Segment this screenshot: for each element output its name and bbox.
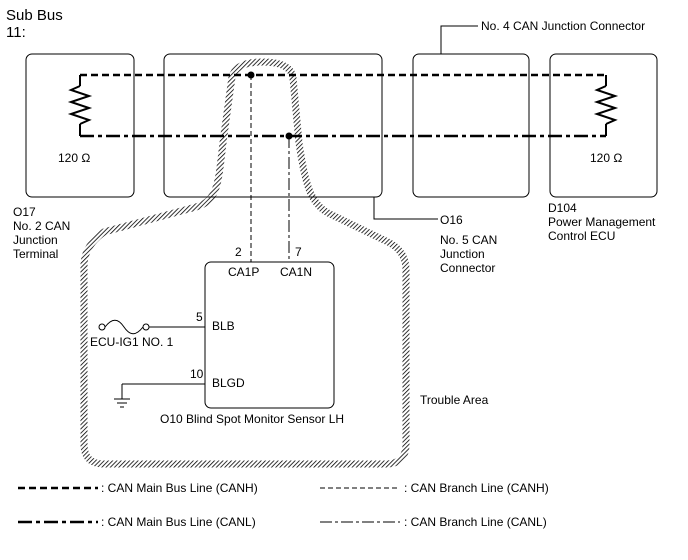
fuse-label: ECU-IG1 NO. 1 [90,335,174,349]
no4-connector-box [412,53,530,198]
legend-branch-canl-label: : CAN Branch Line (CANL) [404,515,547,529]
pin-ca1p-number: 2 [235,245,242,259]
o16-name-line3: Connector [440,261,495,275]
o17-name-line1: No. 2 CAN [13,219,70,233]
o17-connector-box [25,53,135,198]
sensor-name: O10 Blind Spot Monitor Sensor LH [160,412,344,426]
d104-resistor-label: 120 Ω [590,151,622,165]
fuse-terminal-left [98,323,106,331]
d104-name-line2: Control ECU [548,229,615,243]
o16-name-line2: Junction [440,247,485,261]
legend-main-canh-label: : CAN Main Bus Line (CANH) [101,481,258,495]
diagram-title: Sub Bus [6,7,63,24]
o17-resistor-label: 120 Ω [58,151,90,165]
d104-code: D104 [548,201,577,215]
trouble-area-label: Trouble Area [420,393,489,407]
fuse-icon [104,319,144,335]
legend-main-canl-label: : CAN Main Bus Line (CANL) [101,515,256,529]
no4-leader-line [440,25,478,54]
blind-spot-sensor-box [204,261,335,409]
o16-connector-box [163,53,383,198]
no4-label: No. 4 CAN Junction Connector [481,19,645,33]
o17-resistor [67,85,93,125]
o16-code: O16 [440,213,463,227]
pin-blb-number: 5 [196,310,203,324]
diagram-subtitle: 11: [6,24,26,41]
legend-branch-canh-label: : CAN Branch Line (CANH) [404,481,549,495]
o16-leader-line [373,197,438,220]
pin-blgd-number: 10 [190,367,204,381]
pin-ca1n-number: 7 [295,245,302,259]
pin-blgd-name: BLGD [212,376,245,390]
o17-code: O17 [13,205,36,219]
d104-resistor [593,85,619,125]
fuse-terminal-right [142,323,150,331]
pin-ca1p-name: CA1P [228,265,259,279]
d104-name-line1: Power Management [548,215,656,229]
o16-name-line1: No. 5 CAN [440,233,497,247]
d104-ecu-box [549,53,658,198]
o17-name-line2: Junction [13,233,58,247]
pin-ca1n-name: CA1N [280,265,312,279]
o17-name-line3: Terminal [13,247,58,261]
pin-blb-name: BLB [212,319,235,333]
trouble-area-outline [80,58,410,468]
